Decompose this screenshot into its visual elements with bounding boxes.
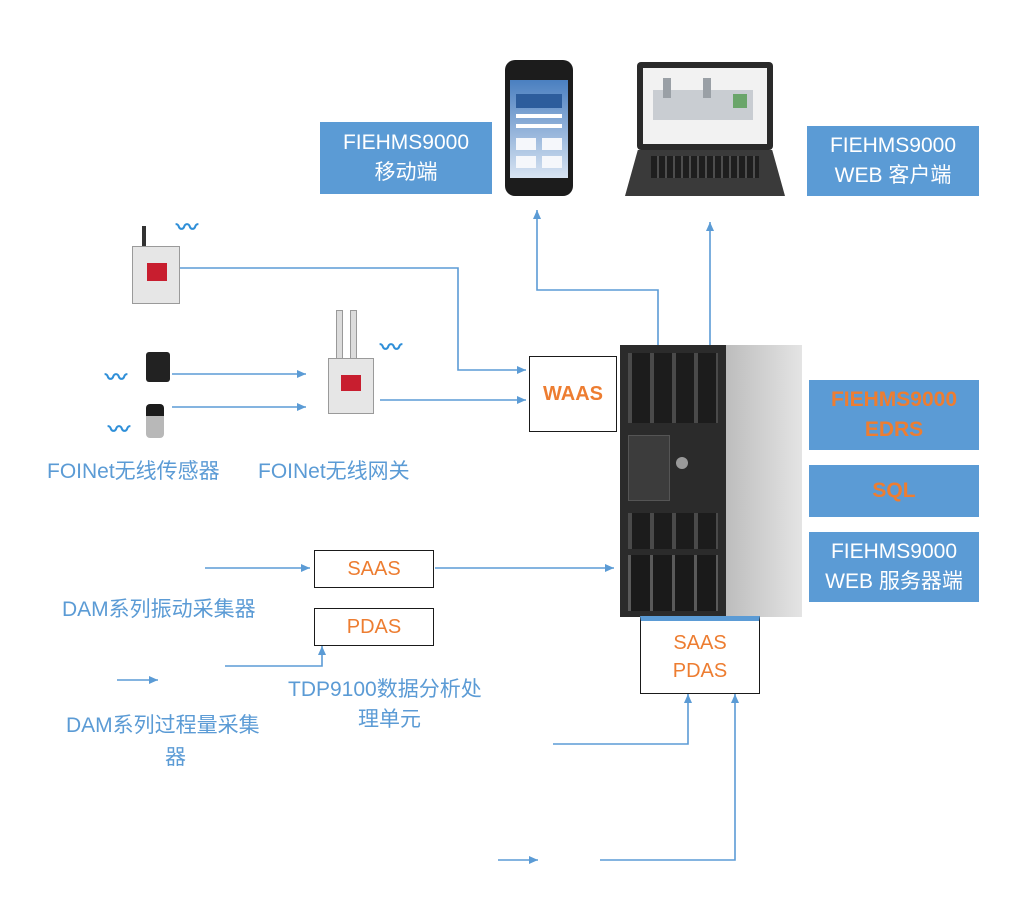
dam-vibration-label: DAM系列振动采集器 [62, 598, 256, 621]
wifi-icon: 〰 [105, 365, 128, 390]
mobile-client-line2: 移动端 [374, 161, 438, 184]
sql-box: SQL [809, 465, 979, 517]
web-server-line1: FIEHMS9000 [830, 540, 958, 563]
web-client-line1: FIEHMS9000 [829, 134, 957, 157]
edrs-line1: FIEHMS9000 [830, 388, 958, 411]
sql-label: SQL [872, 479, 916, 502]
line-server-mobile [533, 210, 659, 345]
edrs-box: FIEHMS9000 EDRS [809, 380, 979, 450]
pdas-label: PDAS [346, 615, 402, 638]
saas-pdas-line1: SAAS [673, 632, 727, 654]
saas-pdas-line2: PDAS [672, 660, 728, 682]
mobile-client-line1: FIEHMS9000 [342, 131, 470, 154]
edrs-line2: EDRS [864, 418, 924, 441]
web-client-box: FIEHMS9000 WEB 客户端 [807, 126, 979, 196]
wifi-icon: 〰 [176, 215, 199, 240]
web-server-line2: WEB 服务器端 [825, 570, 963, 593]
cylinder-sensor-device [146, 404, 164, 438]
tdp-label-line1: TDP9100数据分析处 [288, 678, 482, 701]
pdas-box: PDAS [314, 608, 434, 646]
wireless-sensor-label: FOINet无线传感器 [47, 460, 220, 483]
black-sensor-device [146, 352, 170, 382]
server-rack-image [620, 345, 802, 617]
web-client-line2: WEB 客户端 [834, 164, 952, 187]
waas-box: WAAS [529, 356, 617, 432]
dam-process-label-line2: 器 [165, 746, 186, 769]
line-tdp-pdas [225, 646, 326, 667]
wireless-gateway-device [322, 310, 378, 416]
line-sensor1-waas [180, 267, 526, 374]
saas-label: SAAS [347, 557, 401, 580]
saas-pdas-box: SAAS PDAS [640, 616, 760, 694]
wifi-icon: 〰 [380, 335, 403, 360]
laptop-image [625, 62, 785, 197]
wifi-icon: 〰 [108, 417, 131, 442]
line-bottom1-saaspdas [553, 694, 692, 745]
dam-process-label-line1: DAM系列过程量采集 [66, 714, 260, 737]
mobile-client-box: FIEHMS9000 移动端 [320, 122, 492, 194]
wireless-sensor-device-1 [128, 226, 180, 304]
waas-label: WAAS [543, 382, 603, 405]
tdp-label-line2: 理单元 [358, 708, 421, 731]
line-bottom3-saaspdas [600, 694, 739, 861]
web-server-box: FIEHMS9000 WEB 服务器端 [809, 532, 979, 602]
saas-box: SAAS [314, 550, 434, 588]
wireless-gateway-label: FOINet无线网关 [258, 460, 410, 483]
mobile-phone-image [505, 60, 573, 196]
